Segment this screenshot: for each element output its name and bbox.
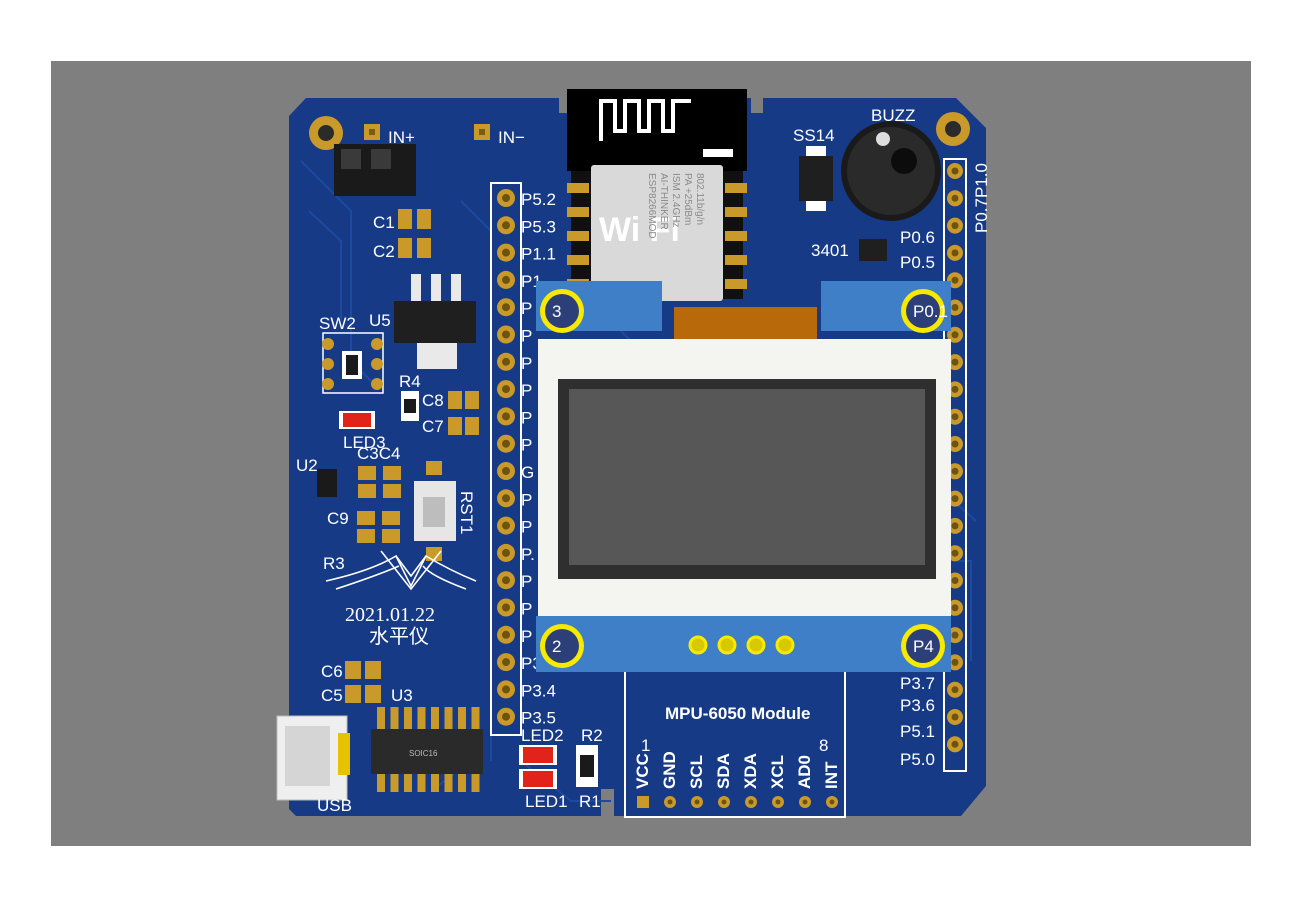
pcb-render: IN+ IN− C1 C2 U5 SW2 R4 C8 C7 LED3 U2 C3… [276, 89, 991, 818]
mpu-pin-label: SDA [714, 753, 733, 789]
board-chinese-label: 水平仪 [369, 624, 429, 648]
label-rst1: RST1 [457, 491, 476, 534]
label-usb: USB [317, 796, 352, 815]
label-in-plus: IN+ [388, 128, 415, 147]
mpu-pin-label: VCC [633, 753, 652, 789]
label-c1: C1 [373, 213, 395, 232]
wifi-module-text: PA +25dBm [682, 173, 693, 225]
label-c5: C5 [321, 686, 343, 705]
left-header-pin-label: P [521, 436, 532, 455]
label-r3: R3 [323, 554, 345, 573]
mpu-pin-label: INT [822, 761, 841, 789]
wifi-module-text: 802.11b/g/n [694, 173, 705, 225]
buzzer [841, 121, 941, 221]
left-header-pin-label: P [521, 299, 532, 318]
mpu-pin-label: AD0 [795, 755, 814, 789]
label-u2: U2 [296, 456, 318, 475]
label-in-minus: IN− [498, 128, 525, 147]
render-viewport: IN+ IN− C1 C2 U5 SW2 R4 C8 C7 LED3 U2 C3… [51, 61, 1251, 846]
board-date: 2021.01.22 [345, 604, 435, 626]
left-header-pin-label: P [521, 381, 532, 400]
right-header-pin-label: P5.0 [900, 750, 935, 769]
label-u3: U3 [391, 686, 413, 705]
left-header-pin-label: P [521, 572, 532, 591]
wifi-module-pads [567, 183, 747, 289]
mpu-pin1-mark: 1 [641, 736, 650, 755]
left-header-pin-label: P5.3 [521, 217, 556, 236]
right-header [947, 163, 963, 753]
left-header-pin-label: P1.1 [521, 245, 556, 264]
label-c8: C8 [422, 391, 444, 410]
logo-wings [325, 550, 477, 591]
left-header-pin-label: P [521, 327, 532, 346]
oled-module: 3 P0.1 2 P4 [536, 281, 951, 672]
mpu-pin-label: GND [660, 751, 679, 789]
left-header-pin-label: P [521, 490, 532, 509]
mpu-pin8-mark: 8 [819, 736, 828, 755]
label-ss14: SS14 [793, 126, 835, 145]
mpu-pin-label: XDA [741, 753, 760, 789]
chip-u3 [377, 707, 480, 792]
mounting-holes [309, 112, 970, 150]
left-header-pin-label: P [521, 408, 532, 427]
oled-hole-label: P4 [913, 637, 934, 656]
wifi-logo: Wi Fi [599, 211, 680, 249]
left-header-pin-label: P. [521, 545, 535, 564]
mpu-pin-label: SCL [687, 755, 706, 789]
left-header-pin-label: G [521, 463, 534, 482]
label-c2: C2 [373, 242, 395, 261]
right-header-pin-label: P3.7 [900, 674, 935, 693]
oled-hole-label: P0.1 [913, 302, 948, 321]
oled-hole-label: 2 [552, 637, 561, 656]
label-c6: C6 [321, 662, 343, 681]
left-header-pin-label: P3.4 [521, 681, 556, 700]
left-header-pin-label: P [521, 627, 532, 646]
left-header-pin-label: P [521, 354, 532, 373]
right-header-pin-label: P0.6 [900, 228, 935, 247]
label-u5: U5 [369, 311, 391, 330]
label-buzzer: BUZZ [871, 106, 915, 125]
mpu-6050-module: MPU-6050 Module 1 8 VCC GND SCL SDA XDA XCL AD… [624, 660, 846, 818]
left-header-outline [490, 182, 522, 736]
wifi-module-text: ISM 2.4GHz [670, 173, 681, 227]
chip-u3-text: SOIC16 [409, 749, 438, 758]
switch-sw2 [322, 332, 384, 394]
right-vertical-label: P0.7P1.0 [972, 163, 991, 233]
left-header-pin-label: P [521, 518, 532, 537]
left-header-pin-label: P [521, 600, 532, 619]
label-c9: C9 [327, 509, 349, 528]
label-r4: R4 [399, 372, 421, 391]
oled-hole-label: 3 [552, 302, 561, 321]
left-header-pin-label: P3.5 [521, 709, 556, 728]
right-header-pin-label: P5.1 [900, 722, 935, 741]
mpu-title: MPU-6050 Module [665, 704, 810, 723]
label-sw2: SW2 [319, 314, 356, 333]
label-led1: LED1 [525, 792, 568, 811]
wifi-module-text: ESP8266MOD [646, 173, 657, 239]
label-r2: R2 [581, 726, 603, 745]
label-led2: LED2 [521, 726, 564, 745]
mpu-pin-label: XCL [768, 755, 787, 789]
label-led3: LED3 [343, 433, 386, 452]
right-header-pin-label: P3.6 [900, 696, 935, 715]
label-c3c4: C3C4 [357, 444, 400, 463]
label-r1: R1 [579, 792, 601, 811]
wifi-module-text: AI-THINKER [658, 173, 669, 230]
right-header-pin-label: P0.5 [900, 253, 935, 272]
label-c7: C7 [422, 417, 444, 436]
left-header-pin-label: P5.2 [521, 190, 556, 209]
label-3401: 3401 [811, 241, 849, 260]
